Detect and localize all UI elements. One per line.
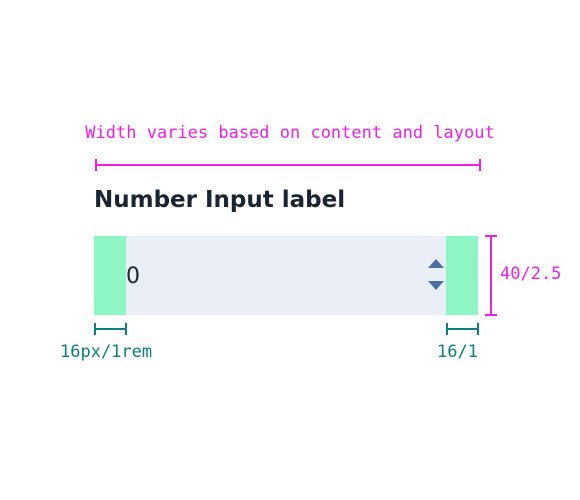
- left-padding-dimension-line: [94, 328, 127, 330]
- number-input-value[interactable]: 0: [126, 264, 140, 289]
- number-input-label: Number Input label: [94, 187, 346, 213]
- left-padding-highlight: [94, 236, 126, 315]
- right-padding-caption: 16/1: [437, 342, 478, 362]
- caret-up-icon: [428, 259, 444, 268]
- height-dimension-line: [490, 235, 492, 316]
- height-dimension-tick-bottom: [485, 314, 497, 316]
- right-padding-tick-start: [446, 323, 448, 335]
- increment-button[interactable]: [427, 258, 445, 270]
- left-padding-tick-start: [94, 323, 96, 335]
- right-padding-tick-end: [477, 323, 479, 335]
- number-input-field[interactable]: [94, 236, 478, 315]
- width-dimension-line: [95, 164, 481, 166]
- caret-down-icon: [428, 281, 444, 290]
- height-dimension-tick-top: [485, 235, 497, 237]
- right-padding-dimension-line: [446, 328, 479, 330]
- left-padding-tick-end: [125, 323, 127, 335]
- width-dimension-tick-right: [479, 159, 481, 171]
- height-annotation-caption: 40/2.5: [500, 264, 562, 284]
- left-padding-caption: 16px/1rem: [60, 342, 153, 362]
- width-dimension-tick-left: [95, 159, 97, 171]
- right-padding-highlight: [446, 236, 478, 315]
- decrement-button[interactable]: [427, 279, 445, 291]
- width-annotation-caption: Width varies based on content and layout: [85, 123, 495, 143]
